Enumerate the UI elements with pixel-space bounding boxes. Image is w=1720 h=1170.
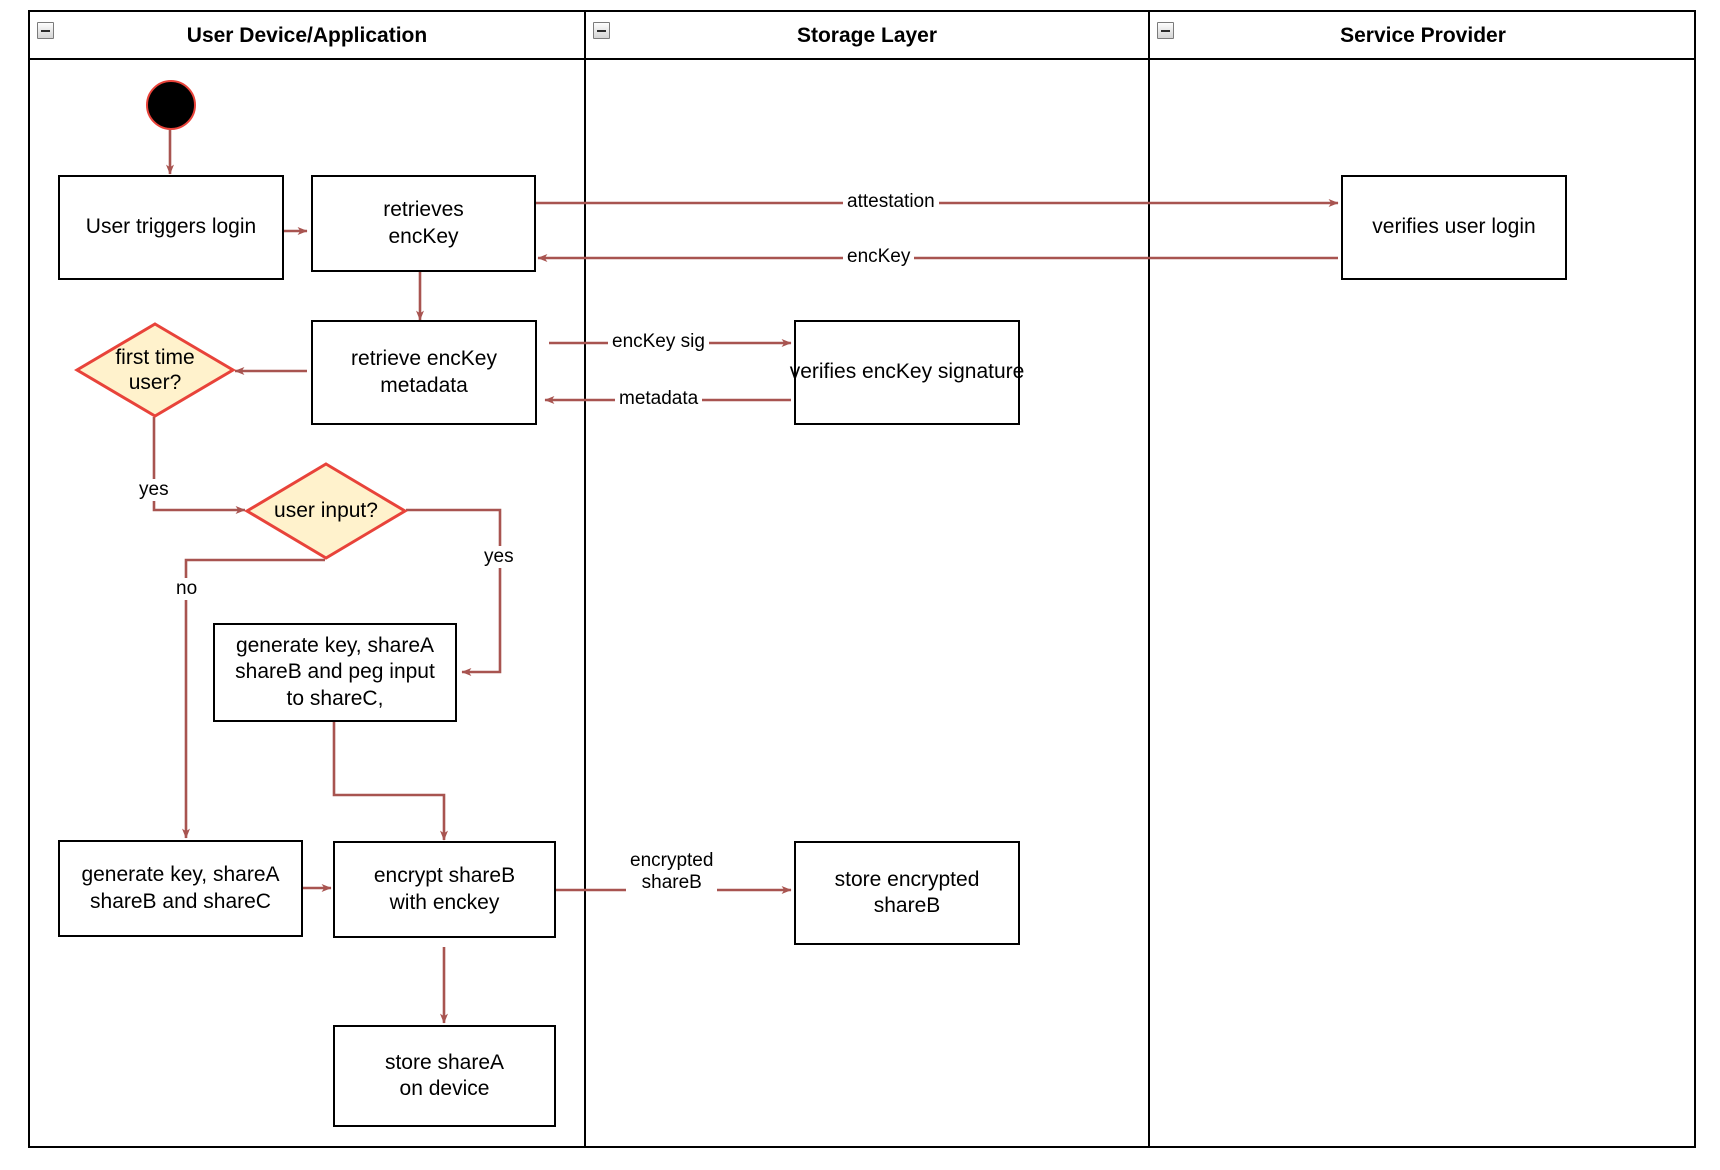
collapse-minus-icon-lane-2[interactable] [593, 22, 610, 39]
node-store-encrypted-shareb[interactable]: store encrypted shareB [794, 841, 1020, 945]
node-store-sharea-on-device[interactable]: store shareA on device [333, 1025, 556, 1127]
edge-peg-to-encrypt [332, 722, 448, 841]
lane-title-user-device: User Device/Application [186, 24, 428, 47]
swimlane-header-rule [28, 58, 1696, 60]
edge-label-enckey: encKey [843, 246, 915, 268]
edge-label-first-time-yes: yes [135, 479, 173, 501]
node-user-triggers-login[interactable]: User triggers login [58, 175, 284, 280]
lane-title-service-provider: Service Provider [1340, 24, 1506, 47]
edge-label-user-input-no: no [172, 578, 202, 600]
node-retrieves-enckey[interactable]: retrieves encKey [311, 175, 536, 272]
lane-divider-1 [584, 10, 586, 1148]
decision-first-time-user[interactable]: first time user? [74, 322, 236, 418]
node-retrieve-enckey-metadata[interactable]: retrieve encKey metadata [311, 320, 537, 425]
edge-userinput-yes [406, 508, 502, 676]
start-node [146, 80, 196, 130]
node-encrypt-shareb[interactable]: encrypt shareB with enckey [333, 841, 556, 938]
node-generate-key-peg-input[interactable]: generate key, shareA shareB and peg inpu… [213, 623, 457, 722]
edge-userinput-no [182, 558, 325, 839]
edge-label-attestation: attestation [843, 191, 939, 213]
swimlane-frame [28, 10, 1696, 1148]
edge-label-user-input-yes: yes [480, 546, 518, 568]
decision-user-input-shape [244, 462, 408, 560]
node-generate-key-shares[interactable]: generate key, shareA shareB and shareC [58, 840, 303, 937]
node-verifies-user-login[interactable]: verifies user login [1341, 175, 1567, 280]
edge-label-metadata: metadata [615, 388, 703, 410]
edge-label-enckey-sig: encKey sig [608, 331, 709, 353]
collapse-minus-icon-lane-3[interactable] [1157, 22, 1174, 39]
edge-firsttime-yes [152, 417, 246, 514]
edge-label-encrypted-shareb: encrypted shareB [626, 850, 718, 894]
node-verifies-enckey-signature[interactable]: verifies encKey signature [790, 320, 1024, 425]
lane-divider-2 [1148, 10, 1150, 1148]
decision-first-time-user-shape [74, 322, 236, 418]
decision-user-input[interactable]: user input? [244, 462, 408, 560]
lane-title-storage: Storage Layer [796, 24, 938, 47]
collapse-minus-icon-lane-1[interactable] [37, 22, 54, 39]
